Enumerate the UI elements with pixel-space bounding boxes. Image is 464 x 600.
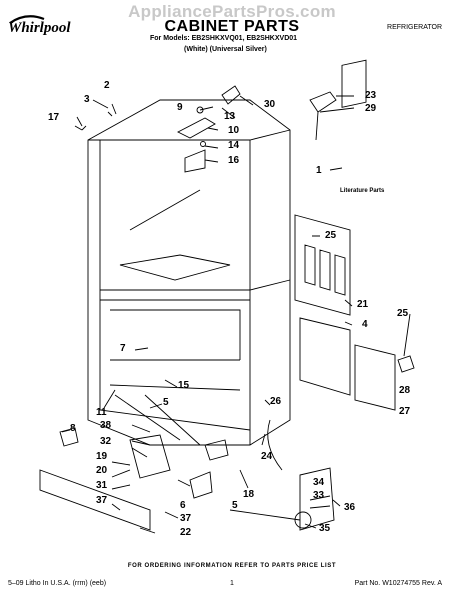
part-13-hinge [221, 85, 241, 105]
callout-25-right: 25 [397, 308, 409, 319]
part-9-screw [196, 106, 204, 114]
part-10-bracket [177, 117, 216, 139]
callout-7: 7 [120, 343, 126, 354]
callout-13: 13 [224, 111, 236, 122]
part-3-screw [107, 111, 113, 117]
part-16-clip [184, 149, 206, 173]
callout-26: 26 [270, 396, 282, 407]
ordering-note: FOR ORDERING INFORMATION REFER TO PARTS … [127, 563, 337, 569]
part-34-assembly [299, 467, 335, 531]
literature-label: Literature Parts [340, 188, 385, 194]
callout-33: 33 [313, 490, 325, 501]
part-27-cover [354, 344, 396, 411]
callout-22: 22 [180, 527, 192, 538]
callout-4: 4 [362, 319, 368, 330]
literature-parts-booklet [341, 59, 367, 108]
callout-16: 16 [228, 155, 240, 166]
appliance-category: REFRIGERATOR [387, 24, 442, 31]
brand-name: Whirlpool [8, 20, 71, 36]
callout-19: 19 [96, 451, 108, 462]
callout-29: 29 [365, 103, 377, 114]
callout-28: 28 [399, 385, 411, 396]
part-19-bracket [129, 434, 171, 479]
part-8-roller [59, 427, 79, 447]
callout-25-top: 25 [325, 230, 337, 241]
callout-11: 11 [96, 407, 107, 418]
callout-38: 38 [100, 420, 112, 431]
page-title: CABINET PARTS [164, 18, 300, 35]
callout-3: 3 [84, 94, 90, 105]
part-18-clip [204, 439, 229, 461]
brand-logo: Whirlpool [8, 15, 82, 44]
callout-18: 18 [243, 489, 255, 500]
callout-9: 9 [177, 102, 183, 113]
callout-37-right: 37 [180, 513, 192, 524]
part-14-screw [200, 141, 206, 147]
callout-35: 35 [319, 523, 331, 534]
callout-5-upper: 5 [163, 397, 169, 408]
part-26-cover [299, 317, 351, 396]
part-23-drain [309, 91, 337, 113]
callout-30: 30 [264, 99, 276, 110]
cabinet-body [87, 99, 291, 446]
part-35-wheel [294, 511, 312, 529]
callout-5-lower: 5 [232, 500, 238, 511]
callout-17: 17 [48, 112, 60, 123]
callout-23: 23 [365, 90, 377, 101]
callout-14: 14 [228, 140, 240, 151]
callout-31: 31 [96, 480, 108, 491]
part-29-tube [315, 111, 319, 141]
part-21-panel [294, 214, 351, 316]
part-17-clip [74, 125, 87, 131]
callout-6: 6 [180, 500, 186, 511]
part-28-screw [397, 355, 415, 373]
callout-20: 20 [96, 465, 108, 476]
callout-2: 2 [104, 80, 110, 91]
footer-litho: 5–09 Litho In U.S.A. (rrm) (eeb) [8, 580, 107, 587]
callout-36: 36 [344, 502, 356, 513]
footer-part-number: Part No. W10274755 Rev. A [354, 580, 442, 587]
callout-10: 10 [228, 125, 240, 136]
watermark: AppliancePartsPros.com [128, 2, 336, 21]
part-22-grille [39, 469, 151, 531]
callout-8: 8 [70, 423, 76, 434]
variants-line: (White) (Universal Silver) [184, 46, 267, 53]
callout-15: 15 [178, 380, 190, 391]
callout-27: 27 [399, 406, 411, 417]
footer-page-number: 1 [230, 580, 234, 587]
callout-1: 1 [316, 165, 322, 176]
part-24-tube [267, 419, 283, 471]
callout-24: 24 [261, 451, 273, 462]
callout-32: 32 [100, 436, 112, 447]
swirl-icon [9, 15, 45, 24]
callout-34: 34 [313, 477, 325, 488]
callout-21: 21 [357, 299, 369, 310]
part-6-roller [189, 471, 213, 499]
models-line: For Models: EB2SHKXVQ01, EB2SHKXVD01 [150, 35, 298, 42]
callout-37-left: 37 [96, 495, 108, 506]
